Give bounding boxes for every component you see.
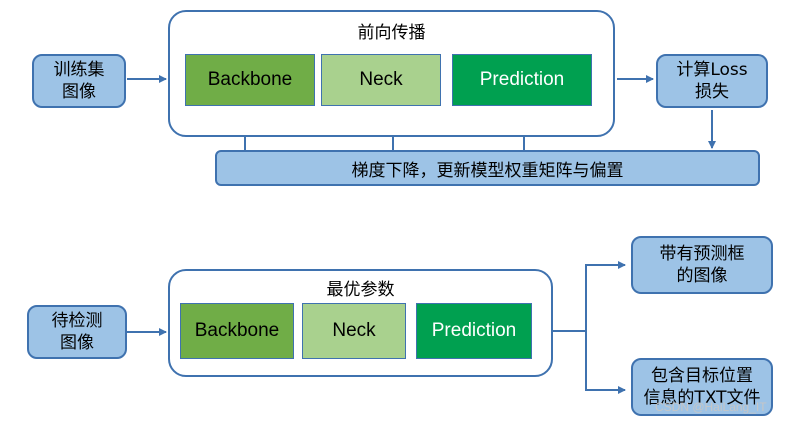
train-backbone-block: Backbone (185, 54, 315, 106)
train-neck-block: Neck (321, 54, 441, 106)
output-image-box: 带有预测框 的图像 (631, 236, 773, 294)
infer-prediction-block: Prediction (416, 303, 532, 359)
train-input-box: 训练集 图像 (32, 54, 126, 108)
detect-input-box: 待检测 图像 (27, 305, 127, 359)
arrow-to-output-txt (585, 331, 626, 394)
infer-backbone-block: Backbone (180, 303, 294, 359)
arrow-to-output-image (585, 261, 626, 331)
forward-propagation-title: 前向传播 (357, 23, 426, 43)
loss-box: 计算Loss 损失 (656, 54, 768, 108)
gradient-update-bar: 梯度下降，更新模型权重矩阵与偏置 (215, 150, 760, 186)
output-txt-box: 包含目标位置 信息的TXT文件 (631, 358, 773, 416)
infer-neck-block: Neck (302, 303, 406, 359)
optimal-params-title: 最优参数 (326, 280, 395, 300)
train-prediction-block: Prediction (452, 54, 592, 106)
watermark: CSDN @HaiLang_IT (655, 400, 767, 414)
